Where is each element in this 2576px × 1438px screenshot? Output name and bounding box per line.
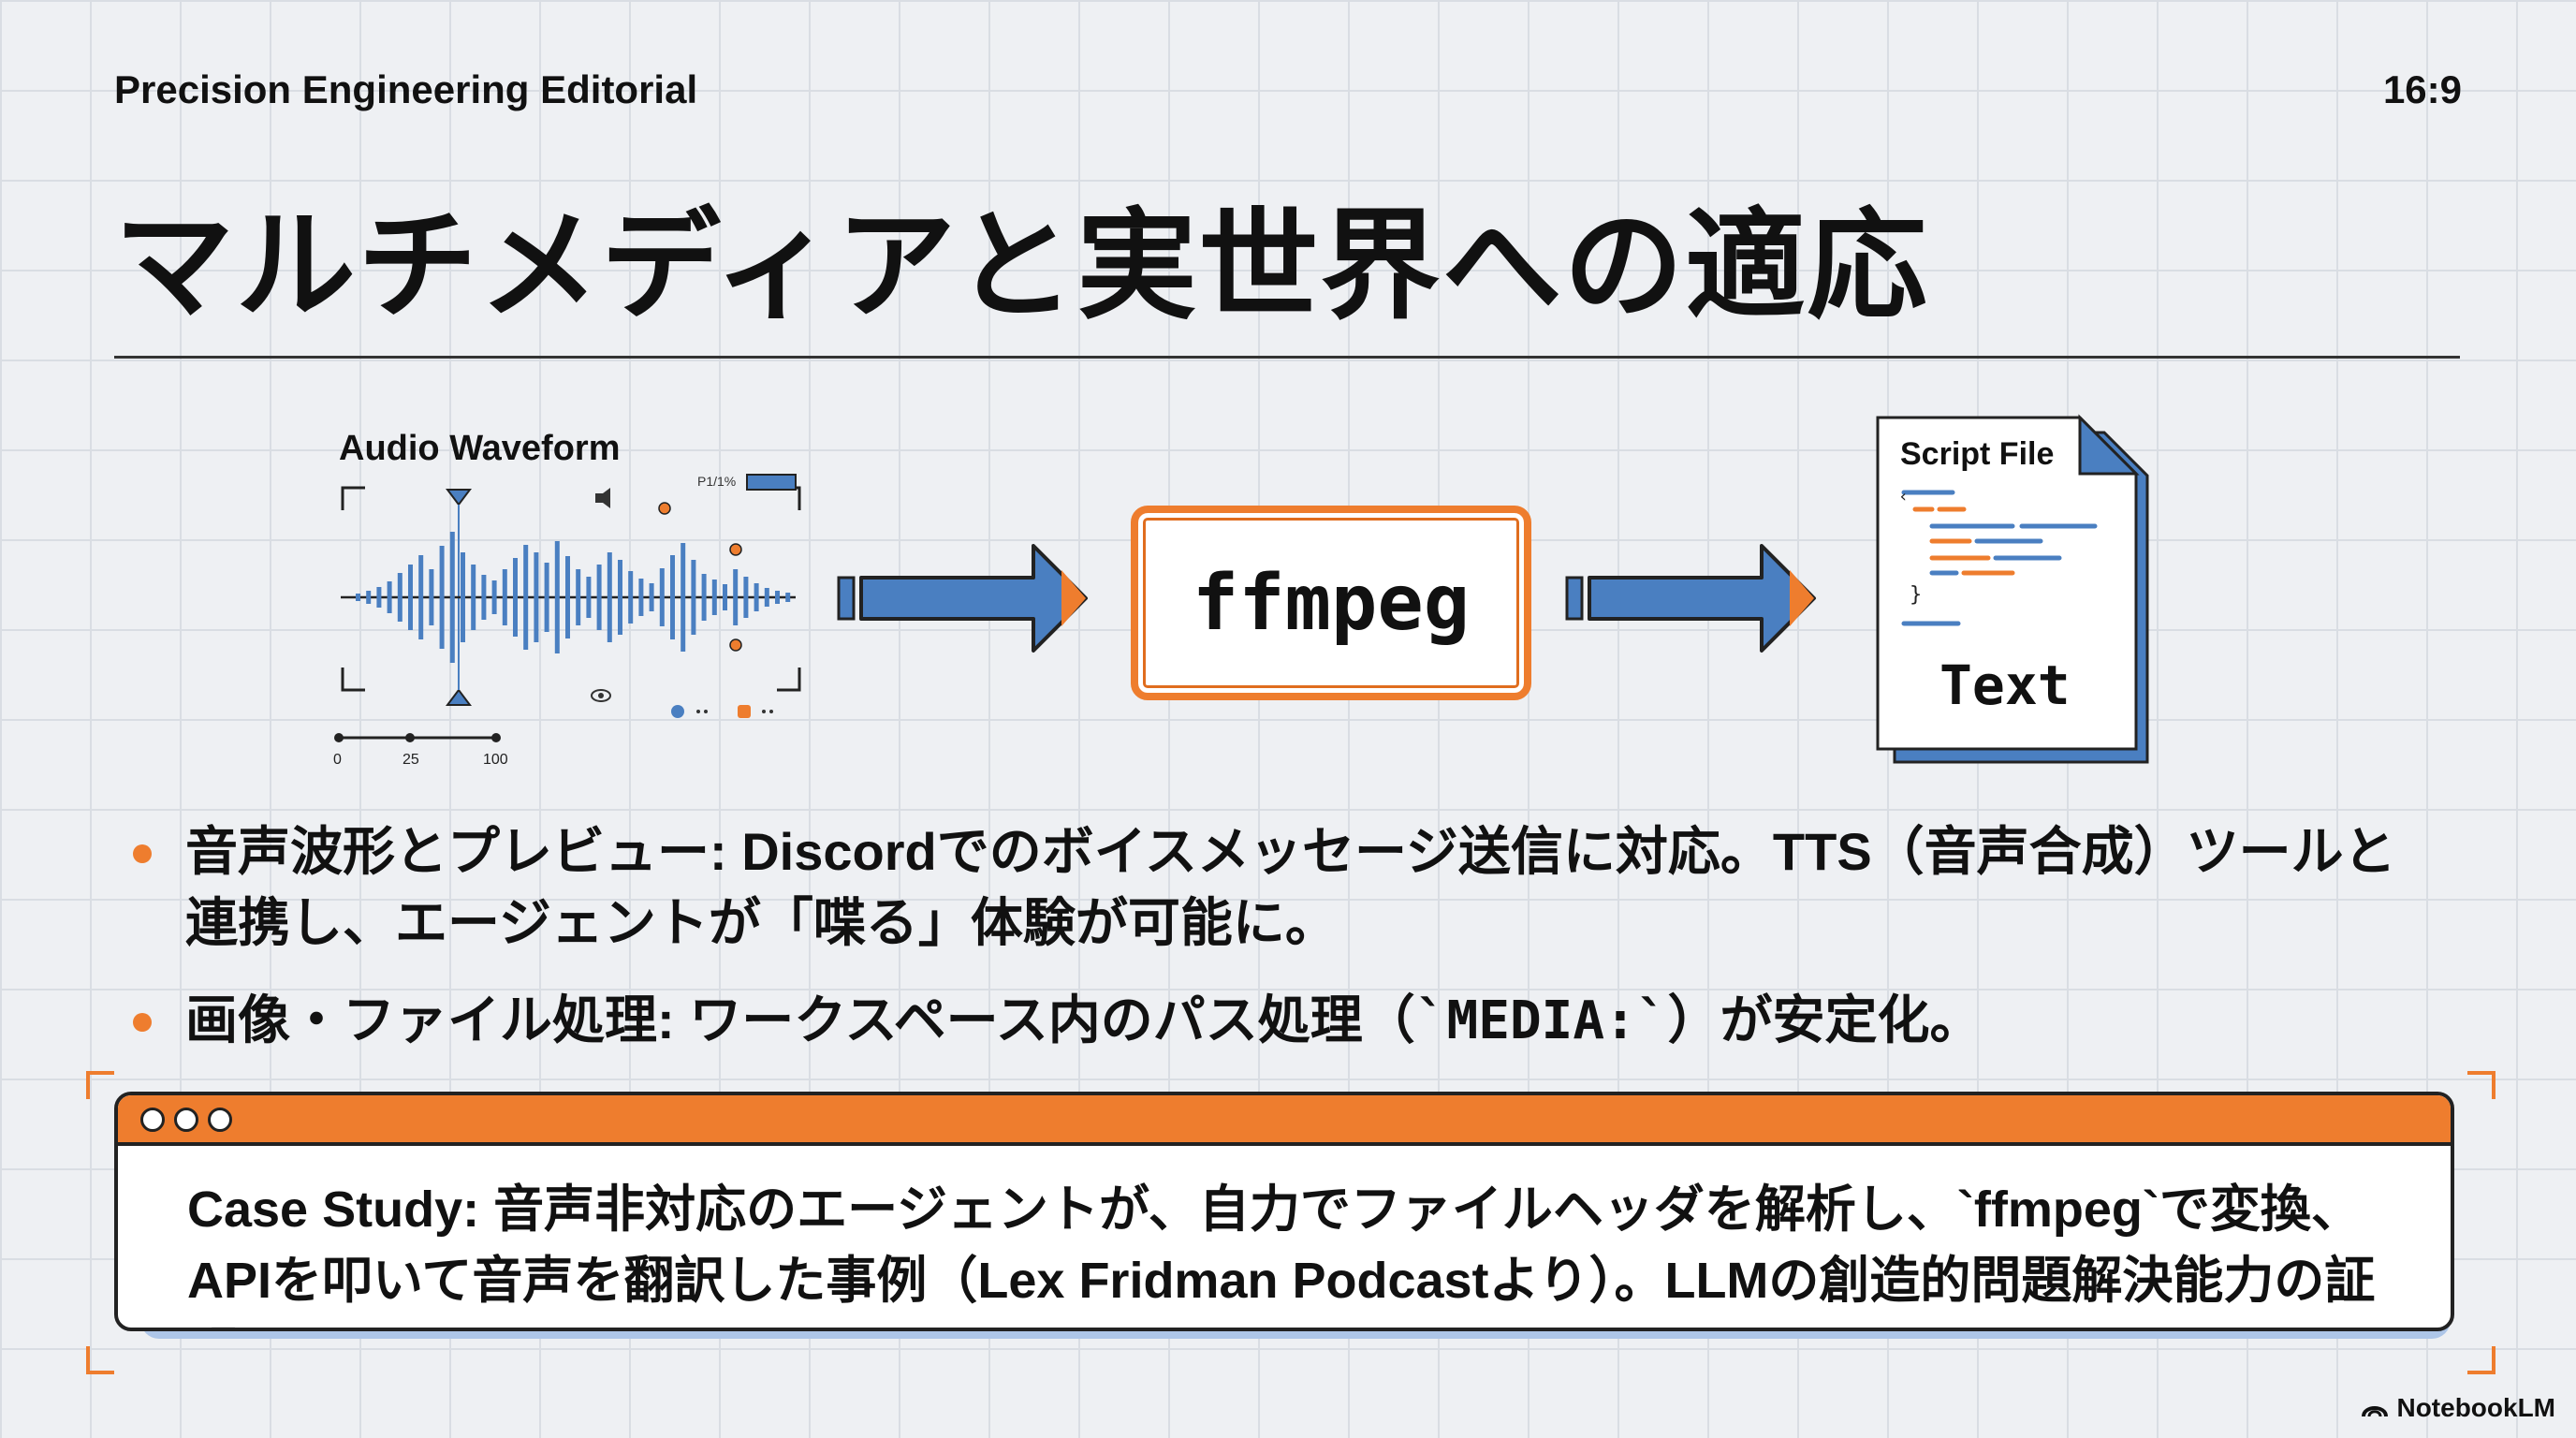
waveform-bar: [733, 569, 739, 625]
speaker-icon: [595, 488, 610, 508]
waveform-bar: [785, 593, 791, 602]
waveform-bar: [439, 546, 445, 649]
waveform-bar: [607, 552, 612, 642]
bullet-dot: [133, 1013, 152, 1032]
waveform-bar: [638, 579, 644, 616]
script-file-label: Script File: [1900, 436, 2055, 472]
waveform-bar: [596, 565, 602, 630]
card-corner-bl: [86, 1346, 114, 1374]
audio-waveform-label: Audio Waveform: [339, 429, 621, 468]
waveform-bar: [376, 587, 382, 608]
waveform-bar: [471, 565, 476, 630]
waveform-bar: [429, 569, 434, 625]
audio-readout: P1/1%: [697, 474, 736, 489]
card-corner-tl: [86, 1071, 114, 1099]
waveform-bar: [461, 552, 465, 642]
waveform-bar: [366, 591, 372, 604]
waveform-bar: [554, 541, 560, 653]
window-dot-icon: [140, 1108, 165, 1132]
waveform-bar: [659, 568, 665, 626]
waveform-bar: [565, 556, 570, 638]
bullet-image-file-text: 画像・ファイル処理: ワークスペース内のパス処理（`MEDIA:`）が安定化。: [185, 990, 1983, 1051]
waveform-bar: [534, 552, 539, 642]
script-file-icon: ‹ }: [1876, 414, 2149, 764]
waveform-bar: [711, 580, 717, 615]
case-study-card: Case Study: 音声非対応のエージェントが、自力でファイルヘッダを解析し…: [114, 1092, 2454, 1331]
svg-text:}: }: [1910, 583, 1922, 607]
waveform-bar: [387, 581, 392, 613]
scale-tick-0: 0: [333, 752, 342, 768]
waveform-bar: [649, 583, 654, 611]
waveform-bar: [701, 574, 707, 621]
audio-waveform-graphic: P1/1%: [341, 474, 801, 718]
slide-title: マルチメディアと実世界への適応: [114, 199, 1929, 333]
waveform-bar: [775, 591, 780, 604]
waveform-bar: [743, 577, 749, 618]
eye-icon: [591, 689, 611, 702]
notebooklm-logo-icon: [2362, 1406, 2389, 1417]
waveform-bar: [397, 573, 402, 622]
waveform-bar: [356, 594, 360, 601]
script-file-text: Text: [1939, 653, 2071, 717]
waveform-bar: [754, 583, 759, 611]
waveform-bar: [418, 555, 424, 639]
waveform-bar: [513, 558, 518, 637]
waveform-bar: [586, 577, 592, 618]
card-corner-tr: [2467, 1071, 2496, 1099]
window-title-bar: [118, 1095, 2451, 1146]
brand-label: Precision Engineering Editorial: [114, 67, 698, 111]
waveform-bar: [576, 569, 581, 625]
waveform-bar: [723, 584, 727, 610]
bullet-audio-text: 音声波形とプレビュー: Discordでのボイスメッセージ送信に対応。TTS（音…: [185, 822, 2396, 952]
waveform-bar: [502, 569, 507, 625]
waveform-bar: [408, 565, 413, 630]
waveform-bar: [544, 563, 549, 632]
media-code: `MEDIA:`: [1414, 990, 1668, 1051]
waveform-bar: [481, 575, 487, 620]
title-divider: [114, 356, 2460, 359]
bullet-dot: [133, 844, 152, 863]
case-study-text: Case Study: 音声非対応のエージェントが、自力でファイルヘッダを解析し…: [187, 1181, 2376, 1328]
waveform-bar: [764, 588, 769, 607]
scale-tick-2: 100: [483, 752, 508, 768]
arrow-to-script-file: [1565, 544, 1816, 653]
waveform-bar: [523, 545, 529, 650]
bullet-audio: 音声波形とプレビュー: Discordでのボイスメッセージ送信に対応。TTS（音…: [133, 816, 2436, 966]
waveform-bar: [618, 560, 622, 635]
waveform-bar: [681, 543, 686, 652]
waveform-bar: [491, 580, 497, 614]
scale-tick-1: 25: [402, 752, 419, 768]
waveform-scale: 0 25 100: [333, 733, 508, 768]
aspect-ratio-label: 16:9: [2382, 67, 2462, 111]
waveform-bar: [691, 560, 696, 635]
waveform-bar: [670, 555, 675, 639]
waveform-bar: [628, 571, 634, 624]
ffmpeg-processor-box: ffmpeg: [1131, 506, 1531, 700]
window-dot-icon: [174, 1108, 198, 1132]
window-dot-icon: [208, 1108, 232, 1132]
card-corner-br: [2467, 1346, 2496, 1374]
svg-text:‹: ‹: [1898, 487, 1909, 506]
bullet-image-file: 画像・ファイル処理: ワークスペース内のパス処理（`MEDIA:`）が安定化。: [133, 985, 2436, 1060]
notebooklm-logo: NotebookLM: [2361, 1393, 2555, 1423]
arrow-to-ffmpeg: [837, 544, 1088, 653]
waveform-bar: [449, 532, 455, 663]
